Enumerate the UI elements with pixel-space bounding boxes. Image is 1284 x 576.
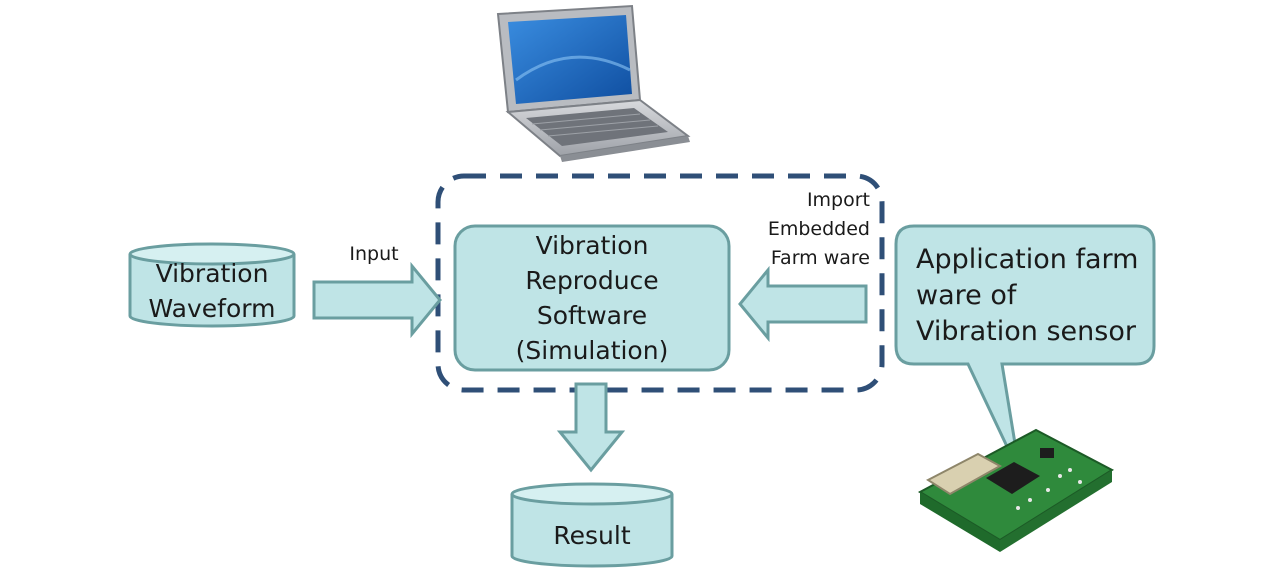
vibration-waveform-label: Vibration Waveform: [148, 259, 276, 323]
sensor-board-icon: [917, 428, 1115, 552]
callout-label: Application farm ware of Vibration senso…: [916, 244, 1139, 347]
simulation-group-border: [435, 173, 885, 393]
result-arrow: [556, 382, 626, 473]
laptop-icon: [496, 4, 691, 162]
result-cylinder: [510, 482, 674, 568]
input-arrow: [312, 261, 442, 339]
software-box: [453, 224, 731, 372]
vibration-waveform-cylinder: [128, 242, 296, 328]
input-label: Input: [349, 243, 399, 265]
software-label: Vibration Reproduce Software (Simulation…: [515, 231, 669, 365]
callout-bubble: [894, 224, 1156, 475]
import-arrow: [738, 265, 868, 343]
result-label: Result: [553, 521, 631, 550]
import-label: Import Embedded Farm ware: [767, 189, 870, 269]
